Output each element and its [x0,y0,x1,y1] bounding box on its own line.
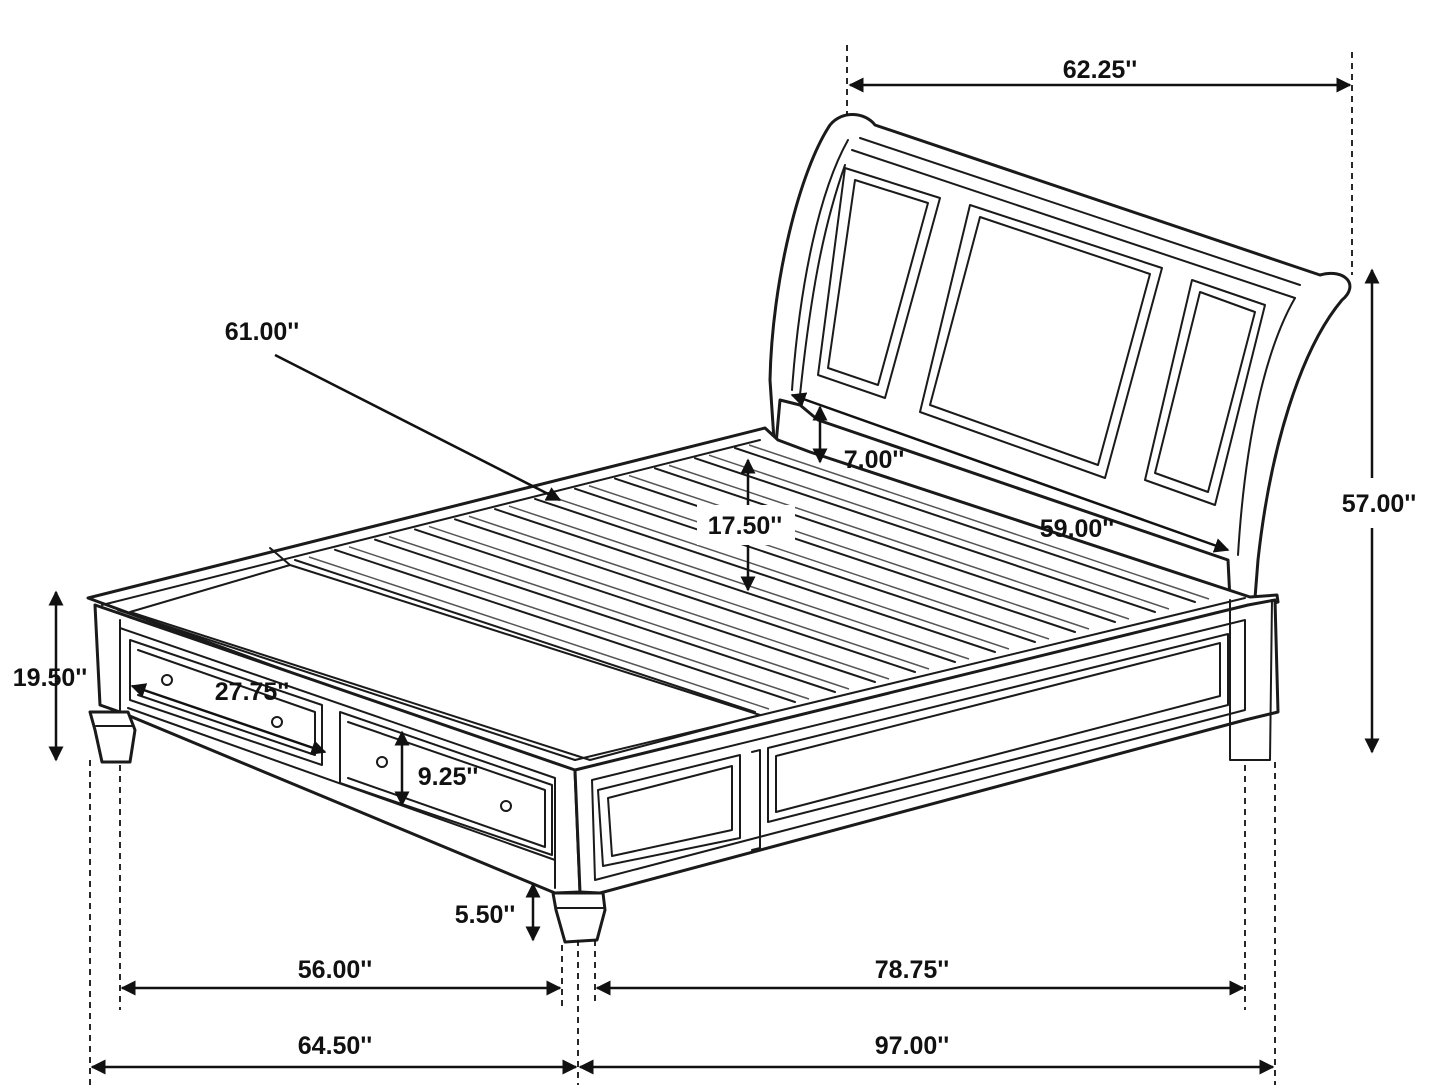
drawer-knob [161,674,173,686]
label-headboard-width: 62.25'' [1063,56,1137,84]
label-leg-height: 5.50'' [455,901,516,929]
slat-edge [388,535,850,690]
slat [534,497,996,653]
slat-edge [308,556,770,710]
label-side-rail-length: 59.00'' [1040,515,1114,543]
dimension-labels: 62.25'' 57.00'' 61.00'' 7.00'' 59.00'' 1… [13,56,1423,1060]
slat [614,477,1076,633]
label-inner-width: 61.00'' [225,318,299,346]
drawer-knob [376,756,388,768]
drawer-knob [500,800,512,812]
label-drawer-height: 9.25'' [418,763,479,791]
label-drawer-width: 27.75'' [215,678,289,706]
dimension-arrows [48,77,1380,1075]
slat-edge [508,505,970,660]
slat [454,518,916,673]
label-footboard-height: 19.50'' [13,664,87,692]
slat [494,508,956,663]
label-front-inner-width: 56.00'' [298,956,372,984]
slat [374,538,836,693]
slat [574,487,1036,643]
side-panel-front [597,754,741,867]
slat-edge [468,515,930,670]
slat [334,548,796,703]
slat-edge [548,495,1010,650]
slat [414,528,876,683]
label-overall-length: 97.00'' [875,1032,949,1060]
drawer-knob [271,716,283,728]
extension-lines [89,45,1353,1085]
label-headboard-height: 57.00'' [1342,490,1416,518]
label-overall-width: 64.50'' [298,1032,372,1060]
slat-edge [428,525,890,680]
label-rail-clearance: 17.50'' [708,512,782,540]
label-side-inner-length: 78.75'' [875,956,949,984]
drawer-right [339,711,553,856]
slat-edge [348,546,810,700]
label-headboard-gap: 7.00'' [844,446,905,474]
side-panel-rear [767,633,1229,823]
slat-edge [588,485,1050,640]
slat [294,559,756,713]
